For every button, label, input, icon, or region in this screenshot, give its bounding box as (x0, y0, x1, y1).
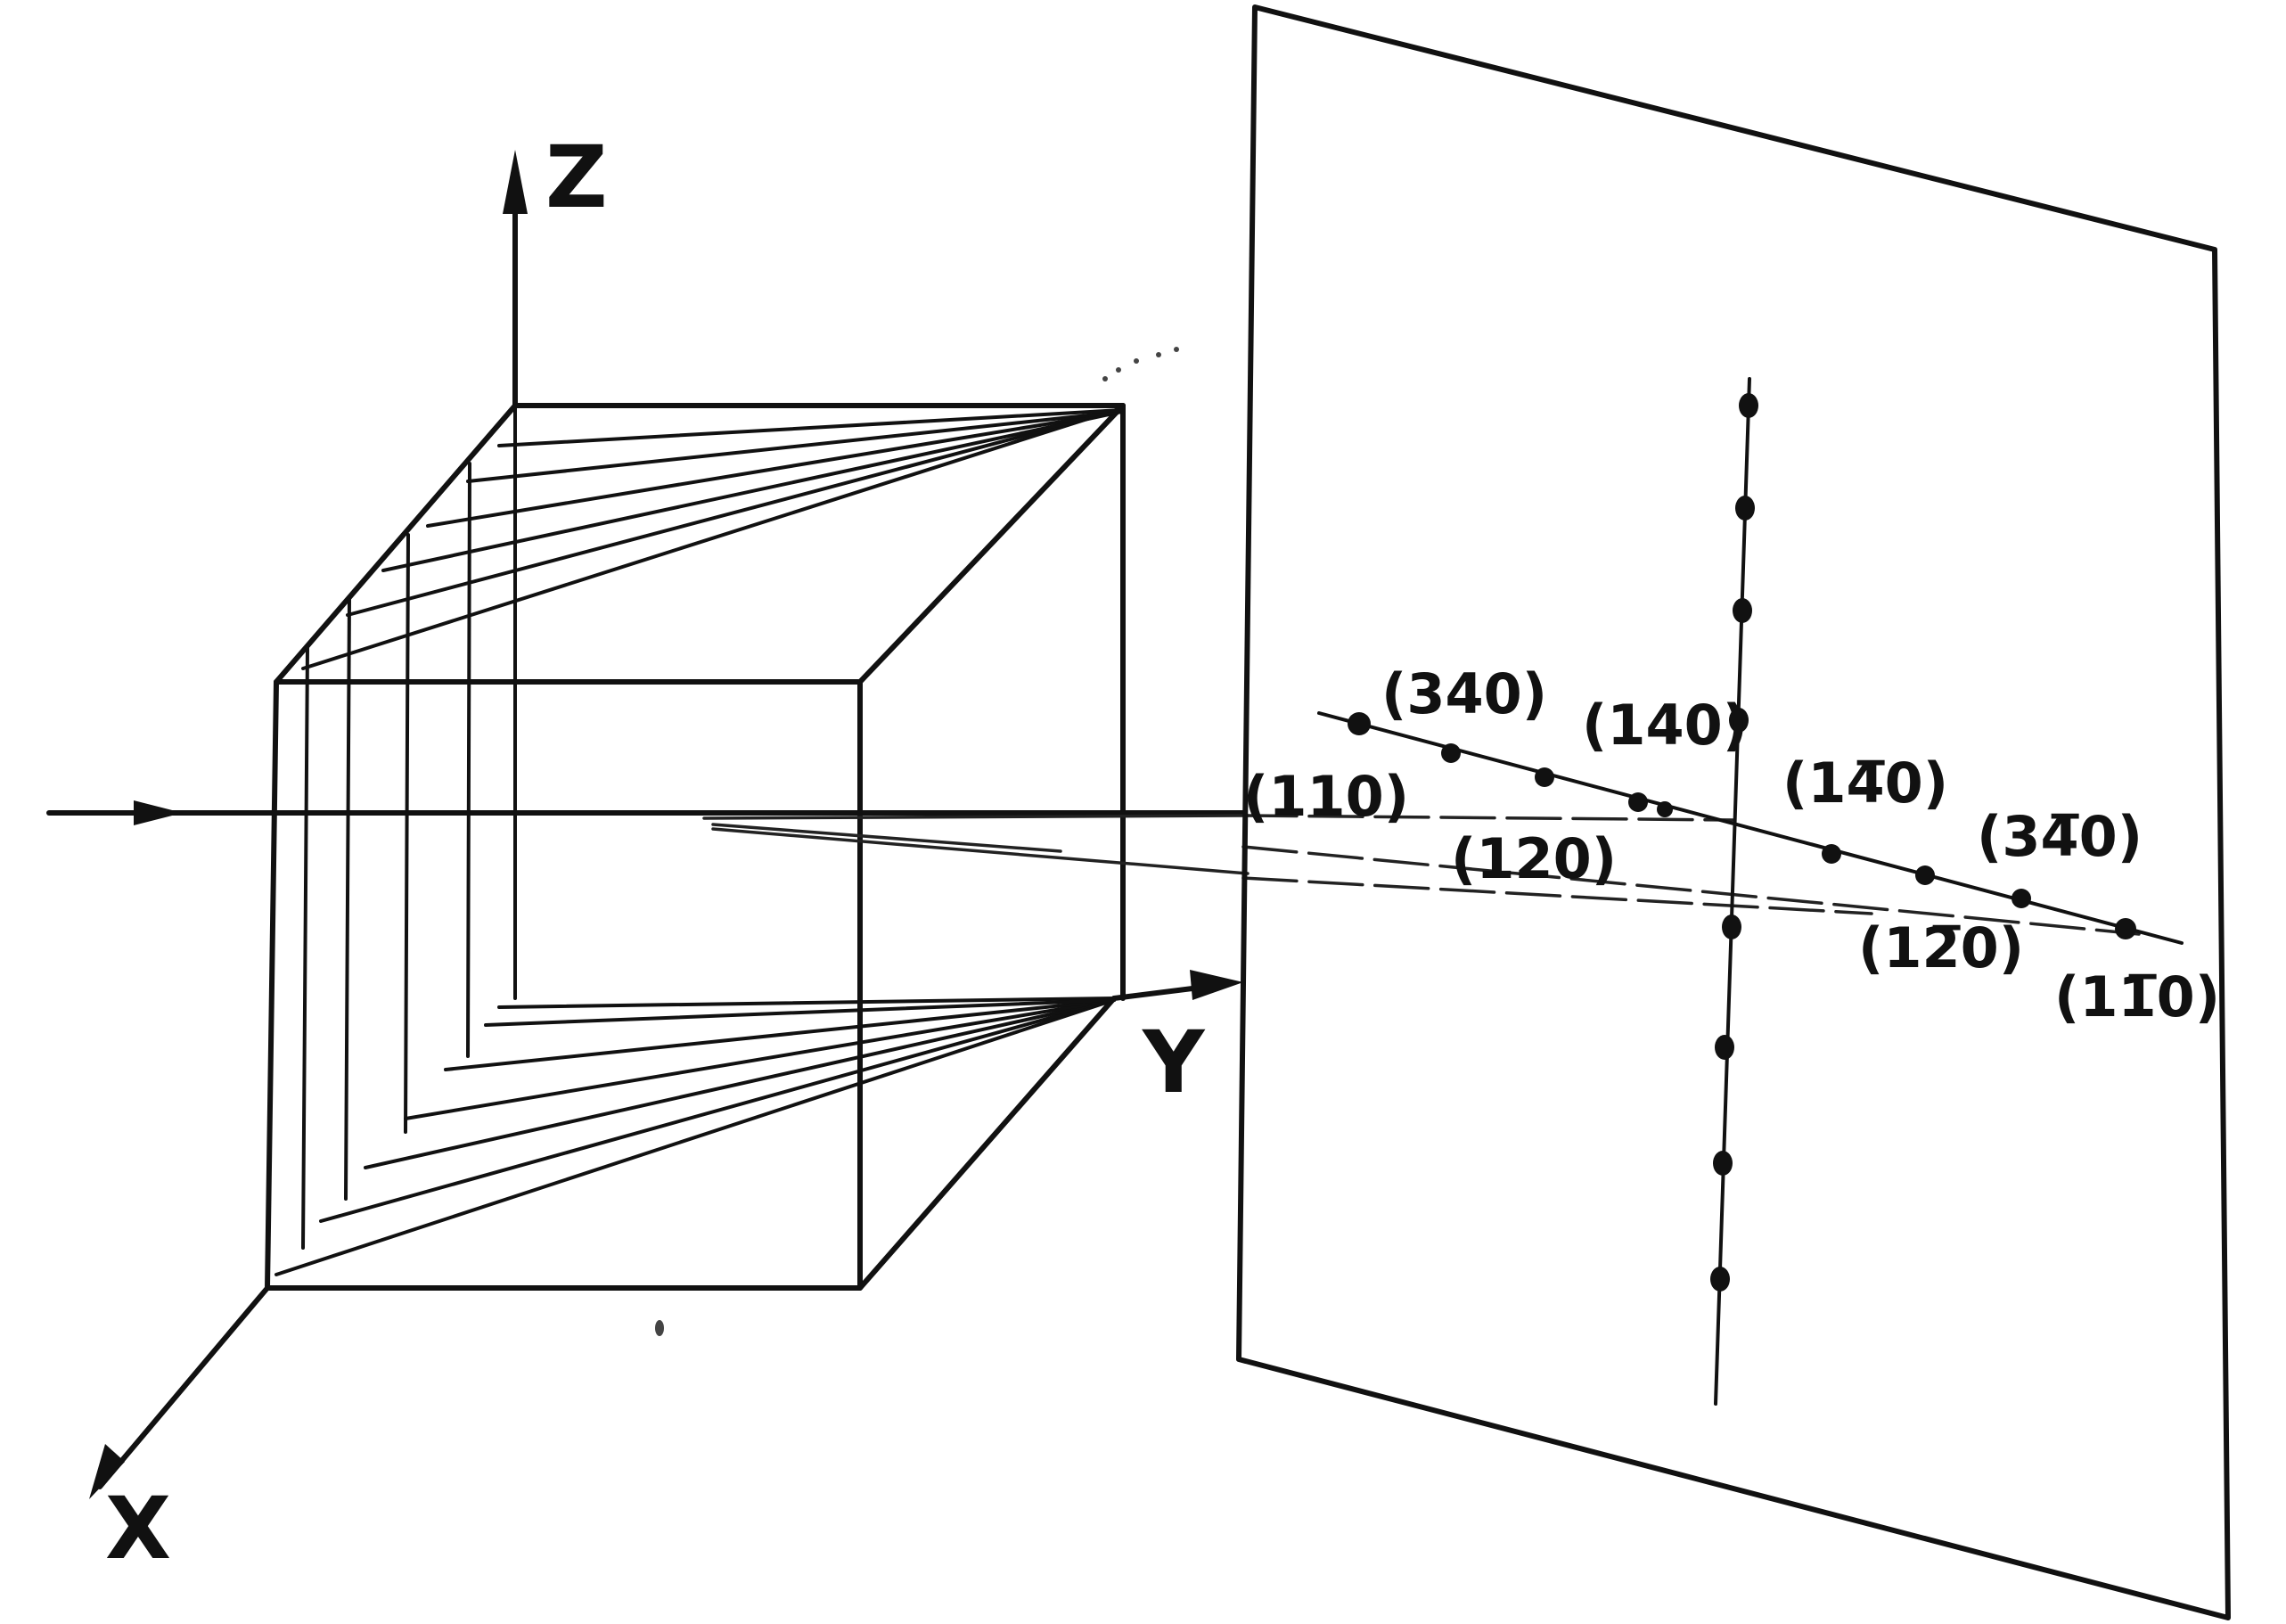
incident-beam-arrowhead (134, 800, 183, 825)
reflection-spot (2012, 889, 2031, 908)
lattice-plane-top (466, 410, 1123, 483)
diffracted-beam-120 (711, 823, 1062, 853)
reflection-spot (1733, 598, 1752, 623)
crystal-top-left-edge (274, 403, 518, 685)
label-340: (340) (1381, 661, 1547, 726)
crystal-front-face (265, 679, 863, 1291)
lattice-plane-top (426, 410, 1123, 528)
coordinate-axes: Z Y X (89, 127, 1243, 1579)
crystal-top-right-edge (857, 403, 1126, 685)
lattice-plane-top (346, 408, 1123, 617)
x-axis-label: X (105, 1479, 171, 1579)
label-1m40: (14̅0) (1782, 750, 1948, 816)
crystal-bottom-right-edge (857, 996, 1117, 1291)
reflection-spot (1628, 792, 1648, 812)
diffracted-beam-110 (702, 814, 1250, 820)
reflection-spot (1441, 743, 1461, 763)
reflection-spot (1715, 1035, 1734, 1060)
incident-beam (46, 800, 1246, 825)
speck (655, 1320, 664, 1336)
reflection-spot (1657, 801, 1673, 817)
speck (1156, 352, 1161, 357)
reflection-spot (1735, 496, 1755, 521)
diffracted-beam-1m20 (711, 827, 1250, 875)
z-axis-arrowhead (503, 150, 528, 214)
z-axis-label: Z (545, 127, 608, 227)
lattice-plane-bottom (404, 998, 1116, 1120)
reflection-spot (1915, 865, 1935, 885)
lattice-plane-vertical (404, 533, 410, 1134)
lattice-plane-bottom (319, 998, 1116, 1223)
label-110: (110) (1243, 764, 1409, 829)
lattice-plane-vertical (301, 644, 309, 1250)
speck (1102, 376, 1108, 381)
reflection-spot (1739, 393, 1758, 418)
reflection-spot (1535, 767, 1554, 787)
speck (1174, 347, 1179, 352)
lattice-plane-top (497, 408, 1123, 447)
lattice-plane-top (381, 410, 1123, 572)
lattice-plane-bottom (364, 998, 1116, 1169)
detector-screen (1236, 4, 2231, 1620)
y-axis-label: Y (1142, 1013, 1206, 1112)
lattice-plane-bottom (484, 998, 1116, 1027)
reflection-spot-340 (1348, 712, 1371, 735)
speck (1134, 358, 1139, 364)
crystal-lattice (265, 403, 1126, 1291)
diffracted-beam-outer (1241, 814, 1735, 822)
y-axis-arrowhead (1190, 970, 1243, 1000)
crystal-bottom-back-edge (497, 997, 1116, 1009)
reflection-spot (2115, 918, 2136, 939)
x-axis-arrowhead (89, 1444, 125, 1499)
reflection-spot (1729, 708, 1749, 733)
label-1m10: (11̅0) (2054, 964, 2220, 1029)
label-140: (140) (1582, 693, 1748, 758)
lattice-plane-vertical (344, 595, 351, 1201)
label-3m40: (34̅0) (1977, 804, 2143, 869)
lattice-plane-bottom (274, 998, 1116, 1276)
label-120: (120) (1451, 826, 1617, 891)
lattice-plane-bottom (444, 998, 1116, 1071)
inclined-reflection-row (1317, 711, 2184, 945)
reflection-labels: (110) (120) (340) (140) (14̅0) (34̅0) (1… (1243, 661, 2220, 1029)
diffracted-beam-outer (1241, 845, 2141, 936)
lattice-plane-top (301, 406, 1123, 670)
ink-specks (655, 347, 1179, 1336)
diffracted-beam-outer (1241, 876, 1873, 915)
lattice-plane-vertical (466, 462, 471, 1058)
reflection-spot (1713, 1151, 1733, 1176)
vertical-reflection-row (1714, 377, 1751, 1406)
screen-frame (1236, 4, 2231, 1620)
reflection-spot (1822, 844, 1841, 864)
speck (1116, 367, 1121, 373)
reflection-spot (1722, 915, 1741, 939)
diffracted-beams (702, 814, 2141, 936)
label-1m20: (12̅0) (1858, 915, 2024, 980)
x-axis (97, 1285, 270, 1489)
reflection-spot (1710, 1267, 1730, 1292)
